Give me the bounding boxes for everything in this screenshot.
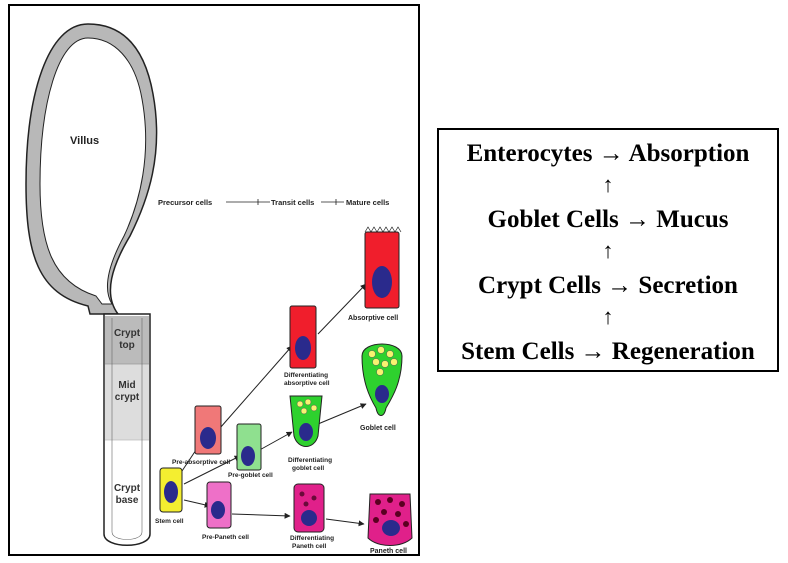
lineage-connectors: [179, 283, 367, 527]
differentiating-absorptive-cell: [289, 305, 317, 369]
function-flow-box: Enterocytes → Absorption ↑ Goblet Cells …: [437, 128, 779, 372]
diff-absorptive-label-2: absorptive cell: [284, 380, 330, 387]
stage-precursor-label: Precursor cells: [158, 198, 212, 207]
flow-line-enterocytes: Enterocytes → Absorption: [466, 140, 750, 167]
flow-line-stem: Stem Cells → Regeneration: [461, 338, 755, 365]
diff-goblet-label: Differentiating: [288, 457, 332, 464]
pre-paneth-label: Pre-Paneth cell: [202, 534, 249, 541]
paneth-cell-label: Paneth cell: [370, 548, 407, 555]
stage-transit-label: Transit cells: [271, 198, 314, 207]
diff-goblet-label-2: goblet cell: [292, 465, 324, 472]
absorptive-cell-label: Absorptive cell: [348, 315, 398, 322]
diff-absorptive-label: Differentiating: [284, 372, 328, 379]
absorptive-cell: [364, 226, 402, 309]
goblet-cell: [361, 343, 403, 416]
goblet-cell-label: Goblet cell: [360, 425, 396, 432]
differentiating-goblet-cell: [289, 395, 323, 447]
stage-mature-label: Mature cells: [346, 198, 389, 207]
pre-paneth-cell: [206, 481, 232, 529]
flow-arrow-1: ↑: [602, 172, 614, 197]
flow-arrow-3: ↑: [602, 304, 614, 329]
crypt-villus-diagram: Villus Crypt top Mid crypt Crypt base Pr…: [8, 4, 420, 556]
diff-paneth-label-2: Paneth cell: [292, 543, 327, 550]
pre-goblet-cell: [236, 423, 262, 471]
diff-paneth-label: Differentiating: [290, 535, 334, 542]
differentiating-paneth-cell: [293, 483, 325, 533]
crypt-base-label: Crypt: [114, 483, 141, 494]
crypt-top-label-2: top: [119, 340, 135, 351]
flow-arrow-2: ↑: [602, 238, 614, 263]
pre-goblet-label: Pre-goblet cell: [228, 472, 273, 479]
flow-line-goblet: Goblet Cells → Mucus: [487, 206, 729, 233]
villus-label: Villus: [70, 135, 99, 147]
flow-line-crypt: Crypt Cells → Secretion: [478, 272, 738, 299]
pre-absorptive-label: Pre-absorptive cell: [172, 459, 230, 466]
crypt-top-zone: [105, 316, 149, 364]
paneth-cell: [367, 493, 413, 546]
mid-crypt-label: Mid: [118, 380, 135, 391]
crypt-base-label-2: base: [116, 495, 139, 506]
pre-absorptive-cell: [194, 405, 222, 455]
villus-lumen: [39, 37, 147, 305]
stem-cell: [159, 467, 183, 513]
mid-crypt-zone: [105, 364, 149, 440]
crypt-top-label: Crypt: [114, 328, 141, 339]
mid-crypt-label-2: crypt: [115, 392, 140, 403]
stem-cell-label: Stem cell: [155, 518, 184, 525]
